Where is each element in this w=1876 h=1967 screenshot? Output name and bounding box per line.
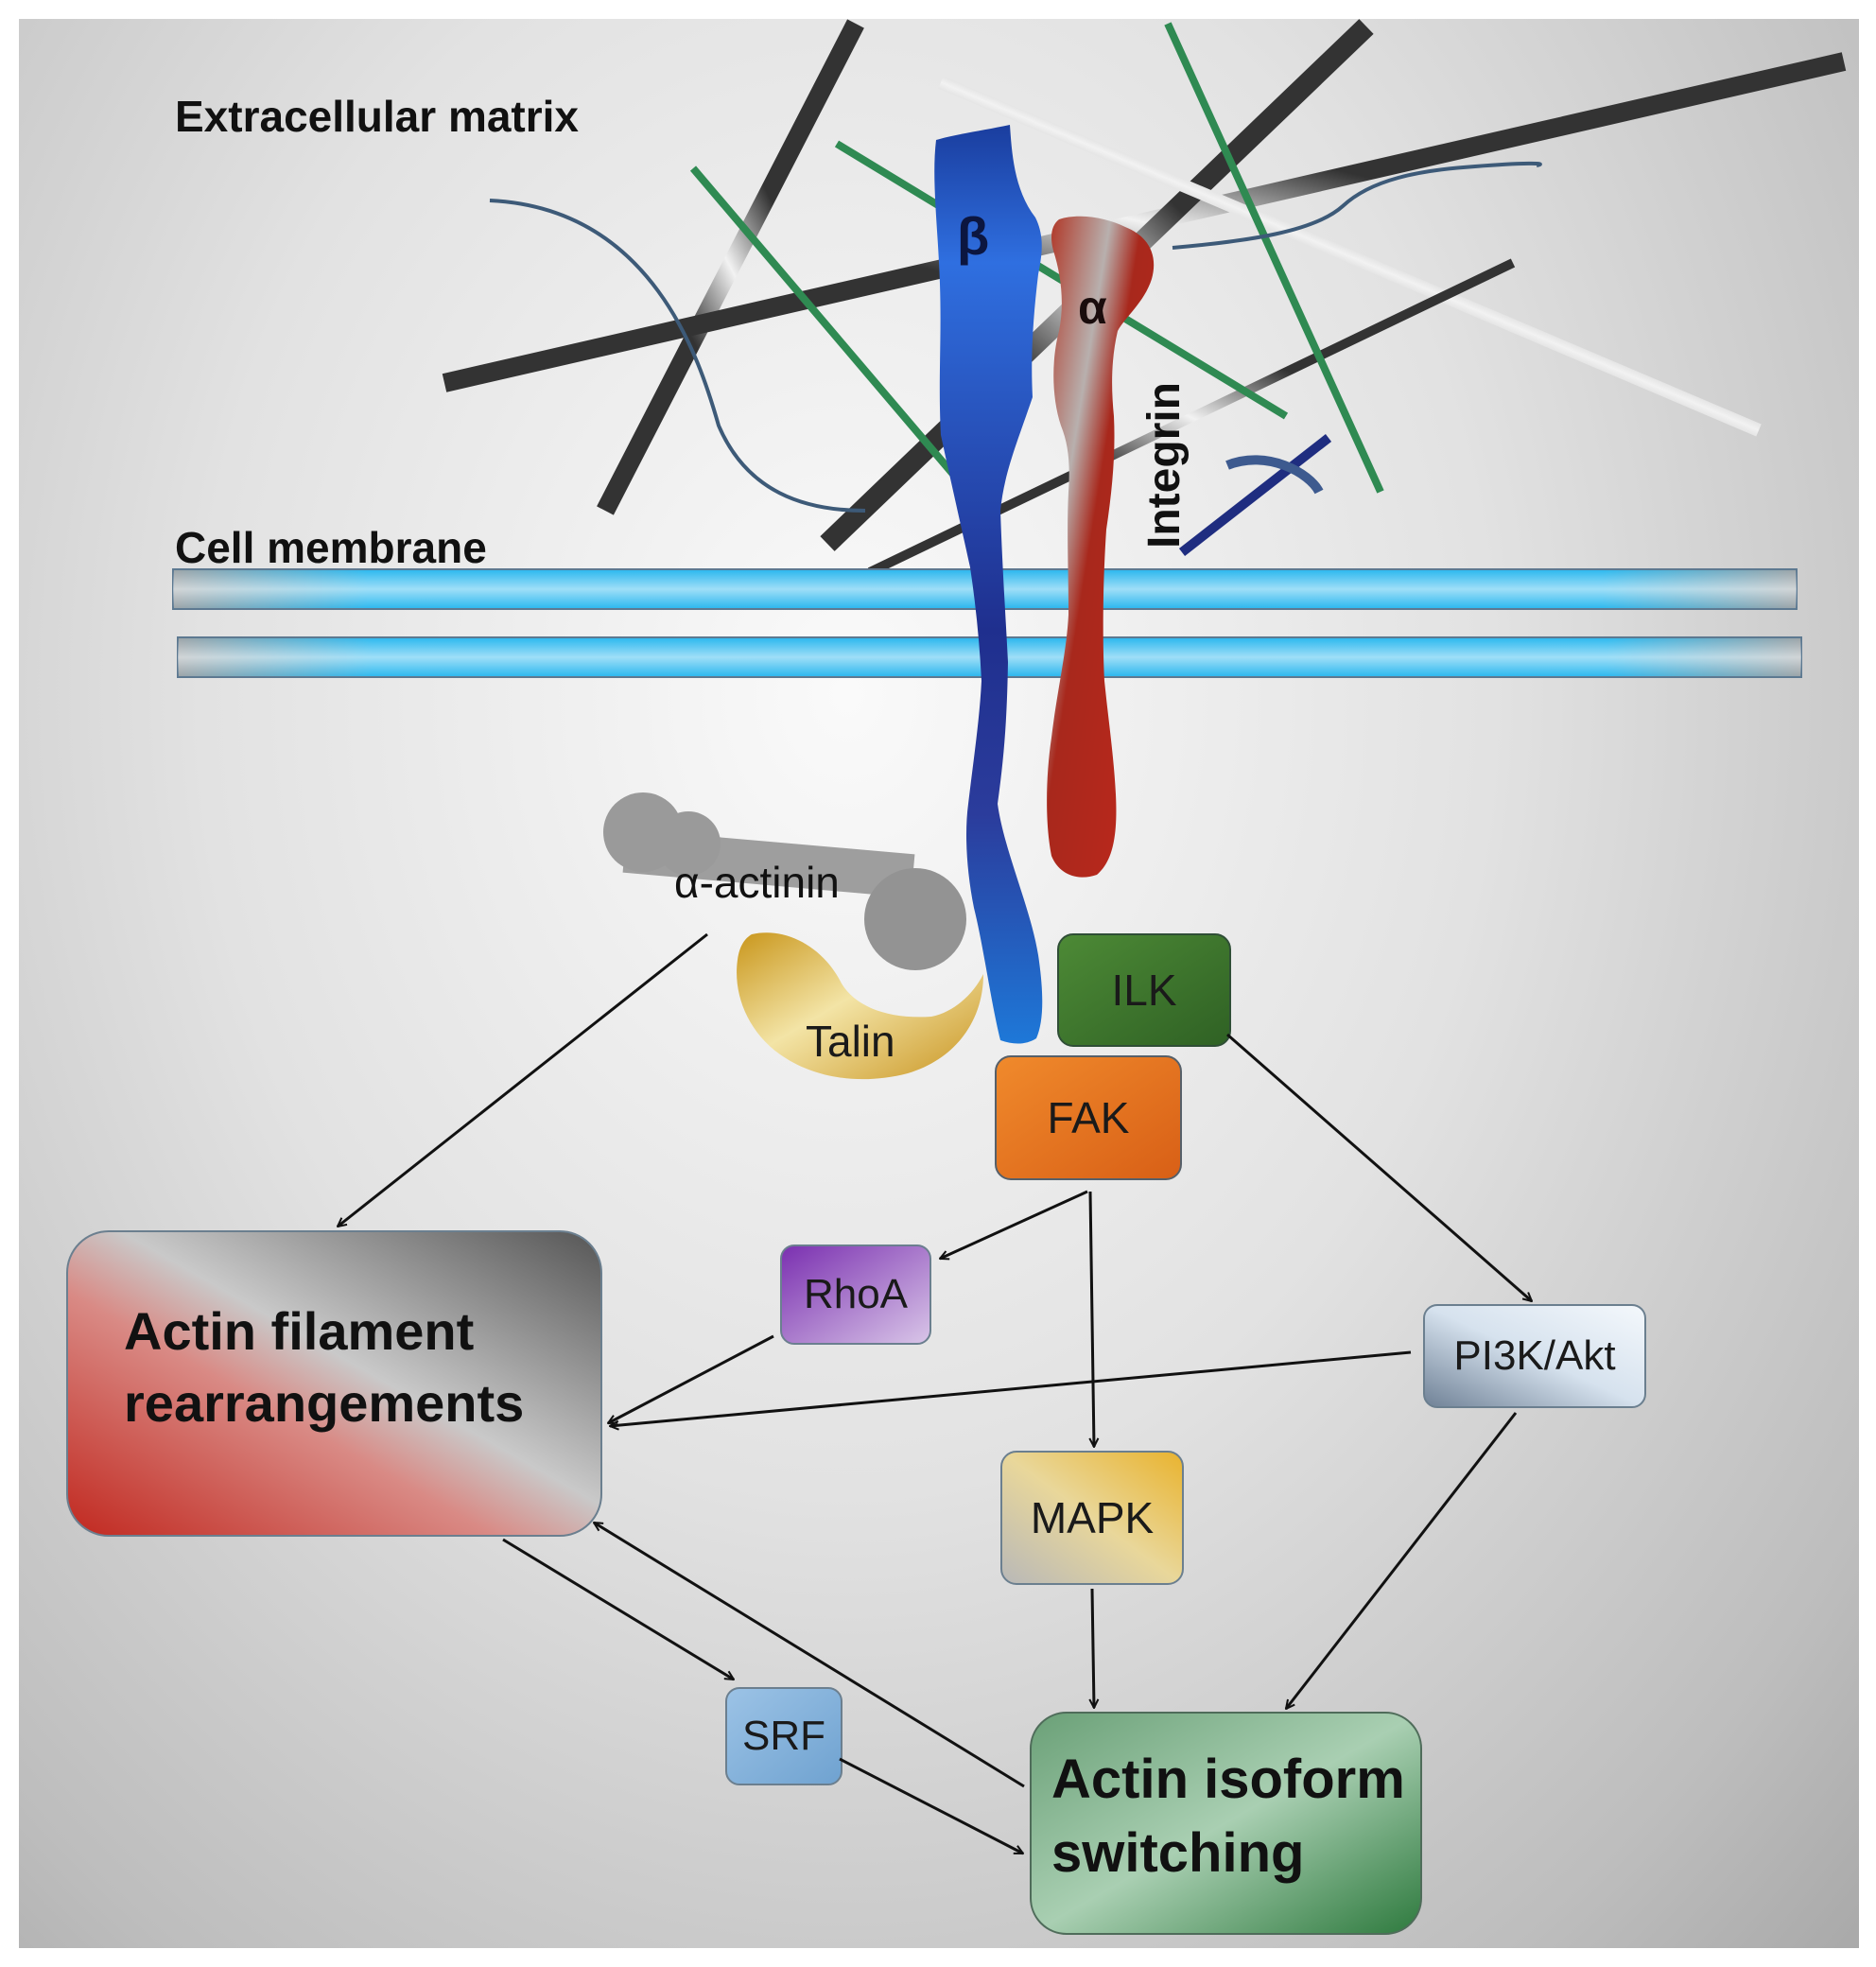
mapk-node: MAPK [1030,1493,1155,1542]
actin-isoform-line-2: switching [1051,1822,1305,1885]
actin-isoform-box [1030,1712,1422,1935]
talin-label: Talin [806,1017,895,1066]
ecm-small-fiber [1178,434,1332,556]
actin-isoform-line-1: Actin isoform [1051,1749,1405,1810]
ecm-curved-fiber [489,199,866,513]
ecm-fiber [938,76,1762,437]
integrin-label: Integrin [1139,382,1190,548]
arrow-fak-to-mapk [1090,1191,1094,1447]
arrow-pi3k-to-actin-isoform [1286,1412,1518,1709]
arrow-pi3k-to-actin-filament [610,1350,1412,1426]
alpha-actinin-head [656,811,721,876]
arrow-rhoa-to-actin-filament [608,1334,774,1425]
actin-filament-line-1: Actin filament [124,1301,475,1361]
cell-membrane-label: Cell membrane [175,523,487,572]
srf-node: SRF [742,1713,825,1759]
fak-node: FAK [1047,1093,1130,1142]
arrow-ilk-to-pi3k [1226,1033,1532,1301]
arrow-srf-to-actin-isoform [839,1757,1023,1855]
alpha-actinin-protein [603,792,966,970]
ecm-fiber [442,52,1847,392]
rhoa-box [780,1245,931,1345]
actin-filament-box [66,1230,602,1537]
arrow-actin-filament-to-srf [502,1538,734,1681]
srf-box [725,1687,842,1785]
fak-box [995,1055,1182,1180]
alpha-subunit-label: α [1078,281,1107,334]
ecm-curved-fiber [1172,161,1542,250]
mapk-box [1000,1451,1184,1585]
alpha-integrin-subunit [1047,216,1155,878]
ecm-green-fiber [1164,22,1384,494]
arrow-fak-to-rhoa [940,1190,1088,1259]
arrow-mapk-to-actin-isoform [1092,1588,1094,1708]
ecm-green-fiber [689,165,992,518]
alpha-actinin-head [864,868,966,970]
ilk-node: ILK [1111,966,1177,1015]
signaling-arrows [338,932,1532,1855]
beta-subunit-label: β [957,206,990,266]
beta-integrin-subunit [934,125,1043,1044]
actin-filament-line-2: rearrangements [124,1372,525,1433]
talin-protein [737,932,983,1080]
arrow-actin-isoform-to-actin-filament [594,1521,1025,1788]
ecm-fiber [597,19,864,515]
rhoa-node: RhoA [803,1271,909,1317]
alpha-actinin-label: α-actinin [674,858,840,907]
extracellular-matrix-label: Extracellular matrix [175,92,580,141]
arrow-alpha-actinin-to-actin-filament [338,932,708,1227]
actin-filament-rearrangements-box: Actin filament rearrangements [67,1231,601,1536]
ilk-box [1057,933,1231,1047]
pi3k-akt-node: PI3K/Akt [1453,1332,1616,1379]
ecm-small-fiber [1225,455,1324,495]
pi3k-akt-box [1423,1304,1646,1408]
actin-isoform-switching-box: Actin isoform switching [1031,1713,1421,1934]
